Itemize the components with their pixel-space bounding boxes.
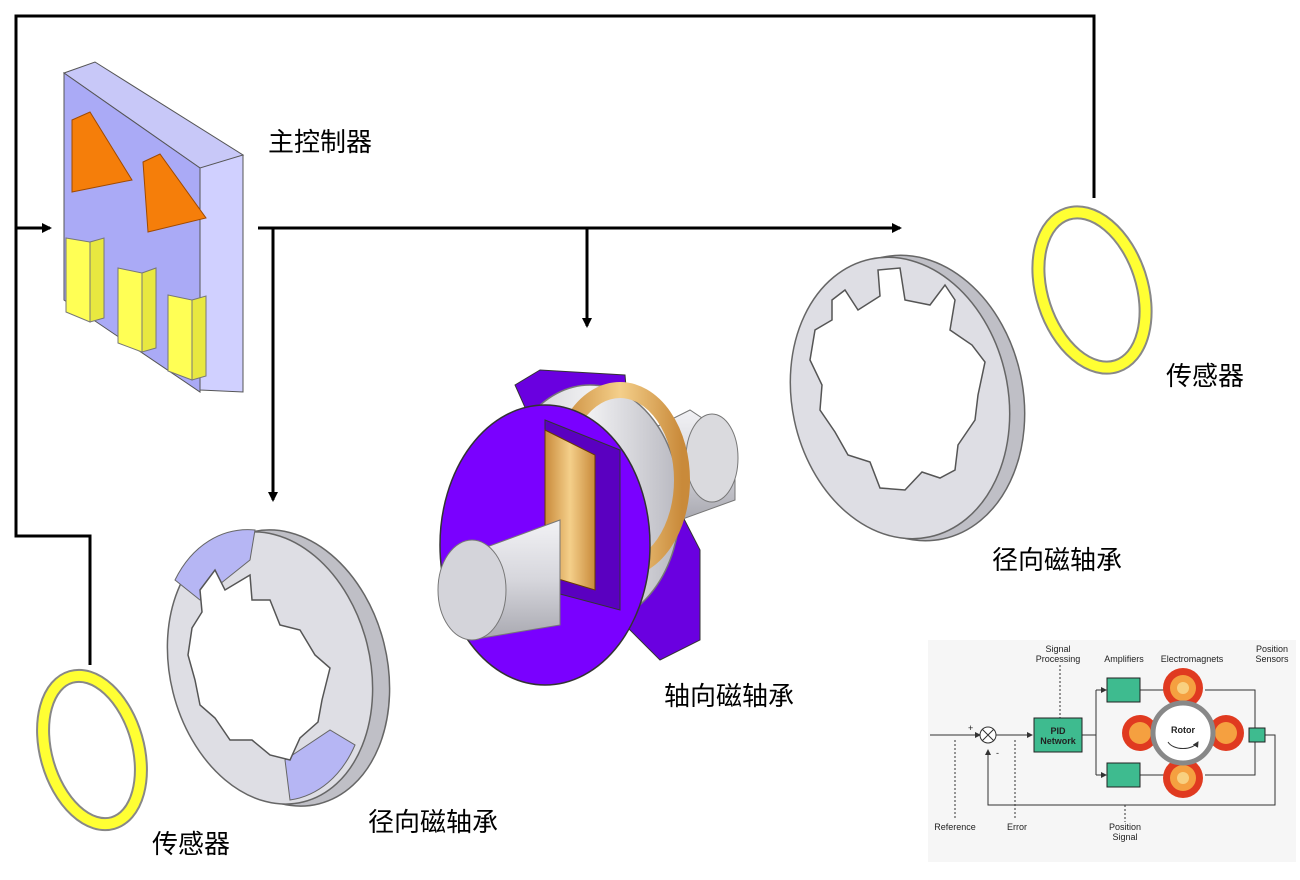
bar-3 xyxy=(167,294,193,381)
top-feedback-line xyxy=(14,14,1096,665)
error-label: Error xyxy=(1007,822,1027,832)
bar-2-side xyxy=(141,267,157,353)
amplifier-box-bottom xyxy=(1106,762,1141,788)
sensor-right-label: 传感器 xyxy=(1166,362,1245,392)
amplifiers-label: Amplifiers xyxy=(1104,654,1144,664)
plus-sign: + xyxy=(968,723,973,733)
bearing-blue-bottom xyxy=(284,729,356,801)
radial-bearing-right xyxy=(789,254,1026,542)
control-loop-inset: Signal Processing Amplifiers Electromagn… xyxy=(928,640,1296,862)
position-sensors-label-2: Sensors xyxy=(1255,654,1289,664)
electromagnets-label: Electromagnets xyxy=(1161,654,1224,664)
signal-lines xyxy=(14,14,1096,665)
controller-label: 主控制器 xyxy=(268,128,373,158)
signal-processing-label-1: Signal xyxy=(1045,644,1070,654)
bearing-blue-top xyxy=(174,529,256,601)
position-signal-label-2: Signal xyxy=(1112,832,1137,842)
rotor xyxy=(1150,700,1216,766)
rotor-label: Rotor xyxy=(1171,725,1195,735)
triangle-1 xyxy=(71,111,133,193)
position-sensor-box xyxy=(1248,727,1266,743)
radial-bearing-right-label: 径向磁轴承 xyxy=(992,546,1123,576)
sensor-left-label: 传感器 xyxy=(152,830,231,860)
bearing-bore-left xyxy=(187,568,331,761)
triangle-2 xyxy=(142,153,207,233)
amplifier-box-top xyxy=(1106,677,1141,703)
radial-bearing-left xyxy=(166,529,391,807)
signal-processing-label-2: Processing xyxy=(1036,654,1081,664)
electromagnets xyxy=(1122,668,1244,798)
position-sensors-label-1: Position xyxy=(1256,644,1288,654)
pid-label-1: PID xyxy=(1050,726,1066,736)
position-signal-label-1: Position xyxy=(1109,822,1141,832)
reference-label: Reference xyxy=(934,822,976,832)
bar-2 xyxy=(117,267,143,353)
bar-1 xyxy=(65,237,91,323)
axial-bearing xyxy=(437,369,739,686)
pid-network-box xyxy=(1033,717,1083,753)
pid-label-2: Network xyxy=(1040,736,1077,746)
bearing-bore-right xyxy=(809,267,986,491)
bar-3-side xyxy=(191,295,207,381)
axial-bearing-label: 轴向磁轴承 xyxy=(664,682,795,712)
bar-1-side xyxy=(89,237,105,323)
main-controller xyxy=(62,61,245,393)
sensor-ring-right xyxy=(1031,205,1153,375)
sensor-ring-left xyxy=(36,668,148,832)
radial-bearing-left-label: 径向磁轴承 xyxy=(368,808,499,838)
minus-sign: - xyxy=(996,748,999,758)
